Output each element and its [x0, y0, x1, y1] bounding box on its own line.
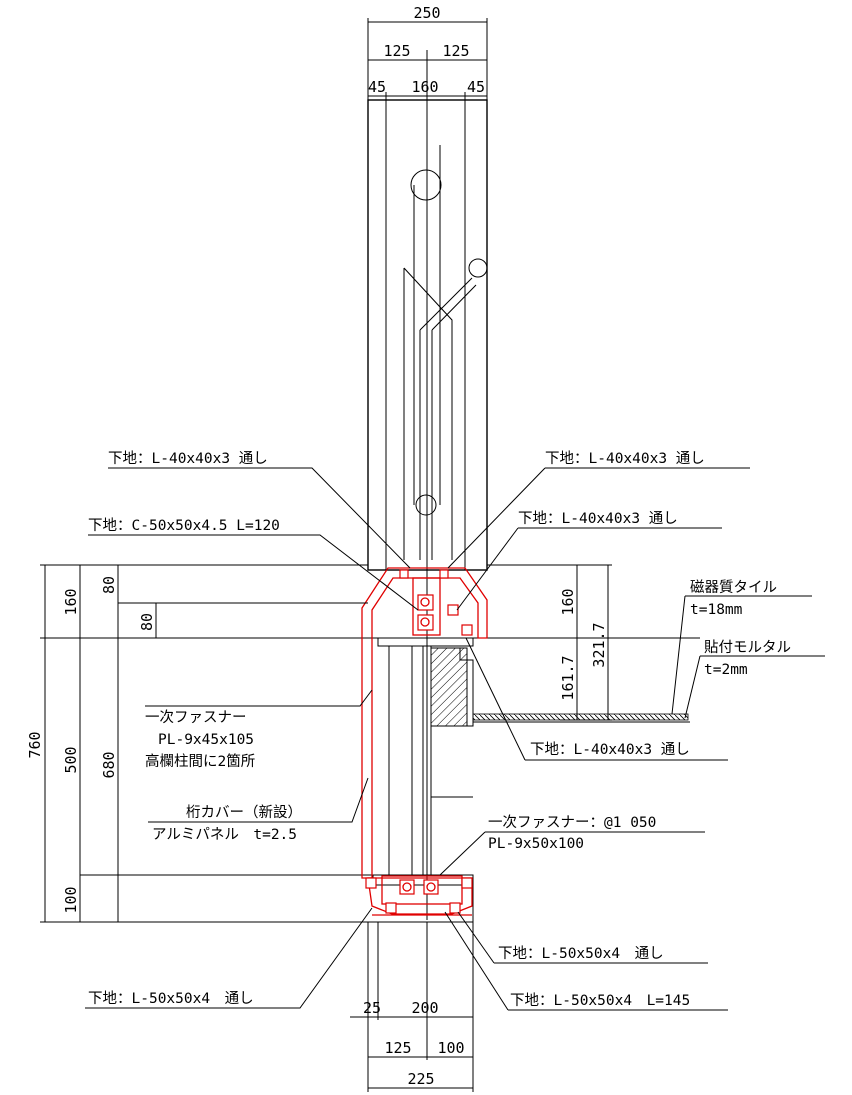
dim-right-161-7: 161.7	[559, 655, 577, 700]
dim-bottom-25: 25	[363, 999, 381, 1017]
dim-inner-680: 680	[100, 751, 118, 778]
label-base-l50-c: 下地：L-50x50x4 L=145	[510, 992, 690, 1009]
dim-top-left-edge: 45	[368, 78, 386, 96]
bottom-dimensions: 25 200 125 100 225	[350, 922, 474, 1092]
dim-bottom-125: 125	[384, 1039, 411, 1057]
label-mortar-thickness: t=2mm	[704, 662, 748, 678]
leader-lines	[85, 467, 825, 1011]
label-base-l40-c: 下地：L-40x40x3 通し	[518, 510, 678, 527]
left-dimensions: 760 160 500 100 80 80 680	[26, 564, 368, 923]
label-base-l40-b: 下地：L-40x40x3 通し	[545, 450, 705, 467]
label-base-l40-a: 下地：L-40x40x3 通し	[108, 450, 268, 467]
dim-left-top: 160	[62, 588, 80, 615]
label-fastener1-name: 一次ファスナー	[145, 709, 247, 726]
dim-left-total: 760	[26, 731, 44, 758]
right-dimensions: 160 161.7 321.7	[487, 564, 612, 721]
dim-top-center: 160	[411, 78, 438, 96]
dim-top-right-edge: 45	[467, 78, 485, 96]
dim-top-total: 250	[413, 4, 440, 22]
dim-left-mid: 500	[62, 746, 80, 773]
label-fastener2-name: 一次ファスナー：@1 050	[488, 814, 656, 831]
girder-cover	[361, 567, 488, 916]
label-base-l50-a: 下地：L-50x50x4 通し	[498, 945, 664, 962]
railing-post	[367, 50, 488, 920]
top-dimensions: 250 125 125 45 160 45	[367, 4, 488, 100]
label-cover-spec: アルミパネル t=2.5	[152, 826, 297, 843]
dim-right-160: 160	[559, 588, 577, 615]
dim-inner-80b: 80	[138, 613, 156, 631]
label-tile-thickness: t=18mm	[690, 602, 743, 618]
label-fastener1-spec: PL-9x45x105	[158, 732, 254, 748]
label-fastener2-spec: PL-9x50x100	[488, 836, 584, 852]
label-base-l50-b: 下地：L-50x50x4 通し	[88, 990, 254, 1007]
dim-bottom-200: 200	[411, 999, 438, 1017]
dim-top-right-half: 125	[442, 42, 469, 60]
label-tile-name: 磁器質タイル	[690, 578, 777, 596]
label-base-l40-d: 下地：L-40x40x3 通し	[530, 741, 690, 758]
dim-left-bottom: 100	[62, 886, 80, 913]
dim-top-left-half: 125	[383, 42, 410, 60]
dim-inner-80a: 80	[100, 576, 118, 594]
dim-bottom-100: 100	[437, 1039, 464, 1057]
labels: 下地：L-40x40x3 通し 下地：C-50x50x4.5 L=120 下地：…	[88, 450, 791, 1009]
label-mortar-name: 貼付モルタル	[704, 639, 791, 656]
girder	[80, 637, 700, 923]
label-cover-name: 桁カバー（新設）	[186, 804, 302, 821]
dim-right-321-7: 321.7	[590, 622, 608, 667]
label-fastener1-note: 高欄柱間に2箇所	[145, 753, 255, 770]
label-base-c50: 下地：C-50x50x4.5 L=120	[88, 517, 280, 534]
dim-bottom-225: 225	[407, 1070, 434, 1088]
